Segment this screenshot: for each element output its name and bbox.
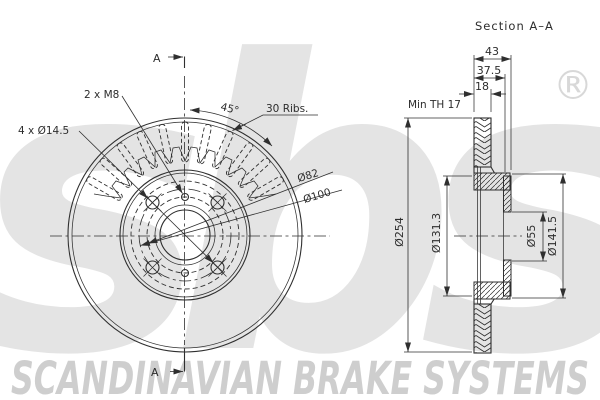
dim-43-label: 43 [485, 45, 499, 58]
mounting-web-lower [503, 259, 512, 297]
rib [158, 123, 174, 165]
section-marker-top: A [153, 52, 186, 68]
rib [237, 157, 271, 188]
bore-chamfer-circle [154, 204, 216, 266]
dim-18-label: 18 [475, 80, 489, 93]
min-thickness-label: Min TH 17 [408, 99, 461, 111]
bolt-circle-82 [146, 196, 224, 274]
pcd100-leader [140, 189, 343, 246]
profile-step [490, 166, 495, 174]
center-bore-circle [159, 209, 211, 261]
section-view: Section A–A 43 [393, 19, 566, 354]
rib [136, 131, 158, 170]
front-view: 2 x M8 4 x Ø14.5 45° 30 Ribs. Ø82 Ø100 A… [18, 52, 343, 379]
profile-step [490, 298, 495, 305]
dim-131-3-label: Ø131.3 [430, 213, 443, 253]
thread-holes-label: 2 x M8 [84, 89, 119, 101]
angle-dimension-arc [189, 107, 273, 147]
ribs-label: 30 Ribs. [266, 103, 308, 115]
section-marker-label: A [151, 366, 159, 379]
pcd82-leader [147, 171, 334, 244]
rib [247, 176, 284, 201]
bolt-hole [143, 258, 162, 277]
bolt-holes-leader-1 [78, 130, 149, 199]
section-title: Section A–A [475, 19, 554, 33]
friction-ring-top [473, 117, 492, 168]
hub-flange-outer-circle [119, 169, 251, 301]
brand-banner-watermark: SCANDINAVIAN BRAKE SYSTEMS [11, 352, 589, 400]
dim-141-5-label: Ø141.5 [546, 216, 559, 256]
dim-55-label: Ø55 [525, 225, 538, 248]
dim-254-label: Ø254 [393, 217, 406, 247]
hidden-hub-circle [130, 180, 240, 290]
angle-label: 45° [219, 101, 240, 117]
rib [181, 121, 189, 163]
ribs-leader-arrow [232, 123, 247, 131]
thread-holes-leader [121, 95, 183, 194]
rib [99, 157, 133, 188]
rib [116, 142, 144, 178]
section-marker-label: A [153, 52, 161, 65]
m8-hole [180, 268, 190, 278]
friction-ring-bottom [473, 303, 492, 354]
bolt-holes-leader-tail [213, 262, 223, 272]
registered-trademark-icon: ® [553, 63, 593, 109]
rib [86, 176, 123, 201]
bolt-holes-label: 4 x Ø14.5 [18, 125, 69, 137]
section-marker-bottom: A [151, 348, 186, 379]
mounting-web-upper [503, 175, 512, 213]
dim-37-5-label: 37.5 [477, 64, 502, 77]
m8-hole [180, 192, 190, 202]
vent-ribs [86, 121, 284, 201]
bolt-circle-100 [138, 188, 232, 282]
bolt-hole [208, 193, 227, 212]
hub-flange-inner-circle [122, 172, 248, 298]
